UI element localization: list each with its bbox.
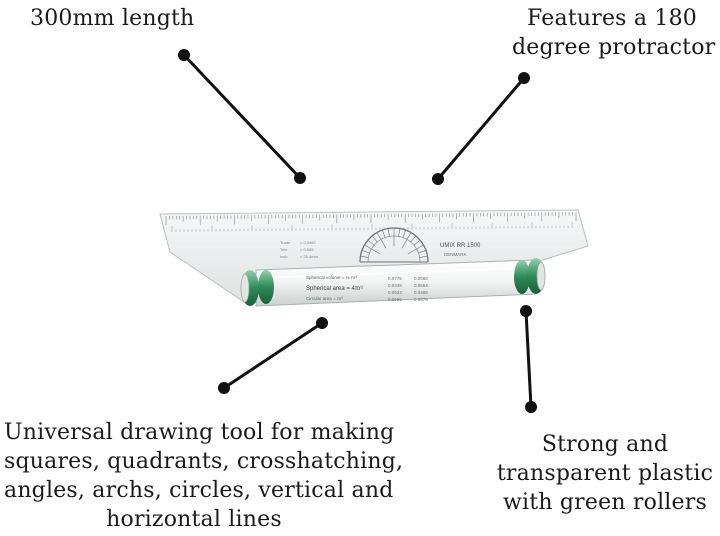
callout-line: Strong and [541, 432, 669, 457]
right-green-roller [514, 258, 546, 294]
svg-text:0.0664: 0.0664 [414, 283, 428, 288]
formula-line: Spherical area = 4πr² [306, 286, 363, 292]
conversion-table: Trade = 0.3960 Tele = 0.085 Inch = 25.4mm [280, 240, 319, 259]
leader-universal [218, 317, 328, 394]
callout-line: Universal drawing tool for making [4, 420, 395, 445]
formula-line: Circular area = πr² [306, 296, 343, 301]
svg-text:0.0923: 0.0923 [388, 290, 402, 295]
svg-text:= 25.4mm: = 25.4mm [300, 254, 319, 259]
svg-text:Trade: Trade [280, 240, 291, 245]
callout-line: transparent plastic [496, 461, 714, 486]
svg-text:0.0878: 0.0878 [414, 297, 428, 302]
svg-text:0.0775: 0.0775 [388, 276, 402, 281]
leader-protractor [432, 72, 530, 185]
formula-line: Spherical volume = ⅓·πr³ [306, 275, 358, 280]
callout-line: Features a 180 [527, 6, 697, 31]
leader-material [520, 305, 537, 413]
svg-text:0.0486: 0.0486 [414, 290, 428, 295]
svg-text:Tele: Tele [280, 247, 288, 252]
svg-text:0.0068: 0.0068 [414, 276, 428, 281]
callout-line: angles, archs, circles, vertical and [4, 478, 394, 503]
roller-scale-numbers: 0.0775 0.0068 0.0349 0.0664 0.0923 0.0486 0… [388, 276, 428, 302]
callout-protractor: Features a 180 degree protractor [512, 4, 716, 62]
roller-cylinder: Spherical volume = ⅓·πr³ Spherical area … [240, 258, 546, 307]
protractor [359, 227, 429, 263]
origin-mark: DENMARK [444, 252, 467, 257]
callout-line: squares, quadrants, crosshatching, [4, 449, 404, 474]
callout-line: horizontal lines [106, 507, 282, 532]
svg-text:= 0.3960: = 0.3960 [300, 240, 316, 245]
brand-mark: UMIX RR 1500 [440, 243, 481, 249]
callout-material: Strong and transparent plastic with gree… [490, 430, 720, 517]
leader-length [178, 49, 306, 184]
callout-universal: Universal drawing tool for making square… [4, 418, 404, 534]
svg-text:Inch: Inch [280, 254, 288, 259]
svg-text:0.0696: 0.0696 [388, 297, 402, 302]
left-green-roller [240, 270, 274, 306]
callout-length: 300mm length [30, 4, 194, 33]
callout-line: degree protractor [512, 35, 716, 60]
callout-line: 300mm length [30, 6, 195, 31]
callout-line: with green rollers [503, 490, 707, 515]
svg-text:0.0349: 0.0349 [388, 283, 402, 288]
svg-text:= 0.085: = 0.085 [300, 247, 314, 252]
